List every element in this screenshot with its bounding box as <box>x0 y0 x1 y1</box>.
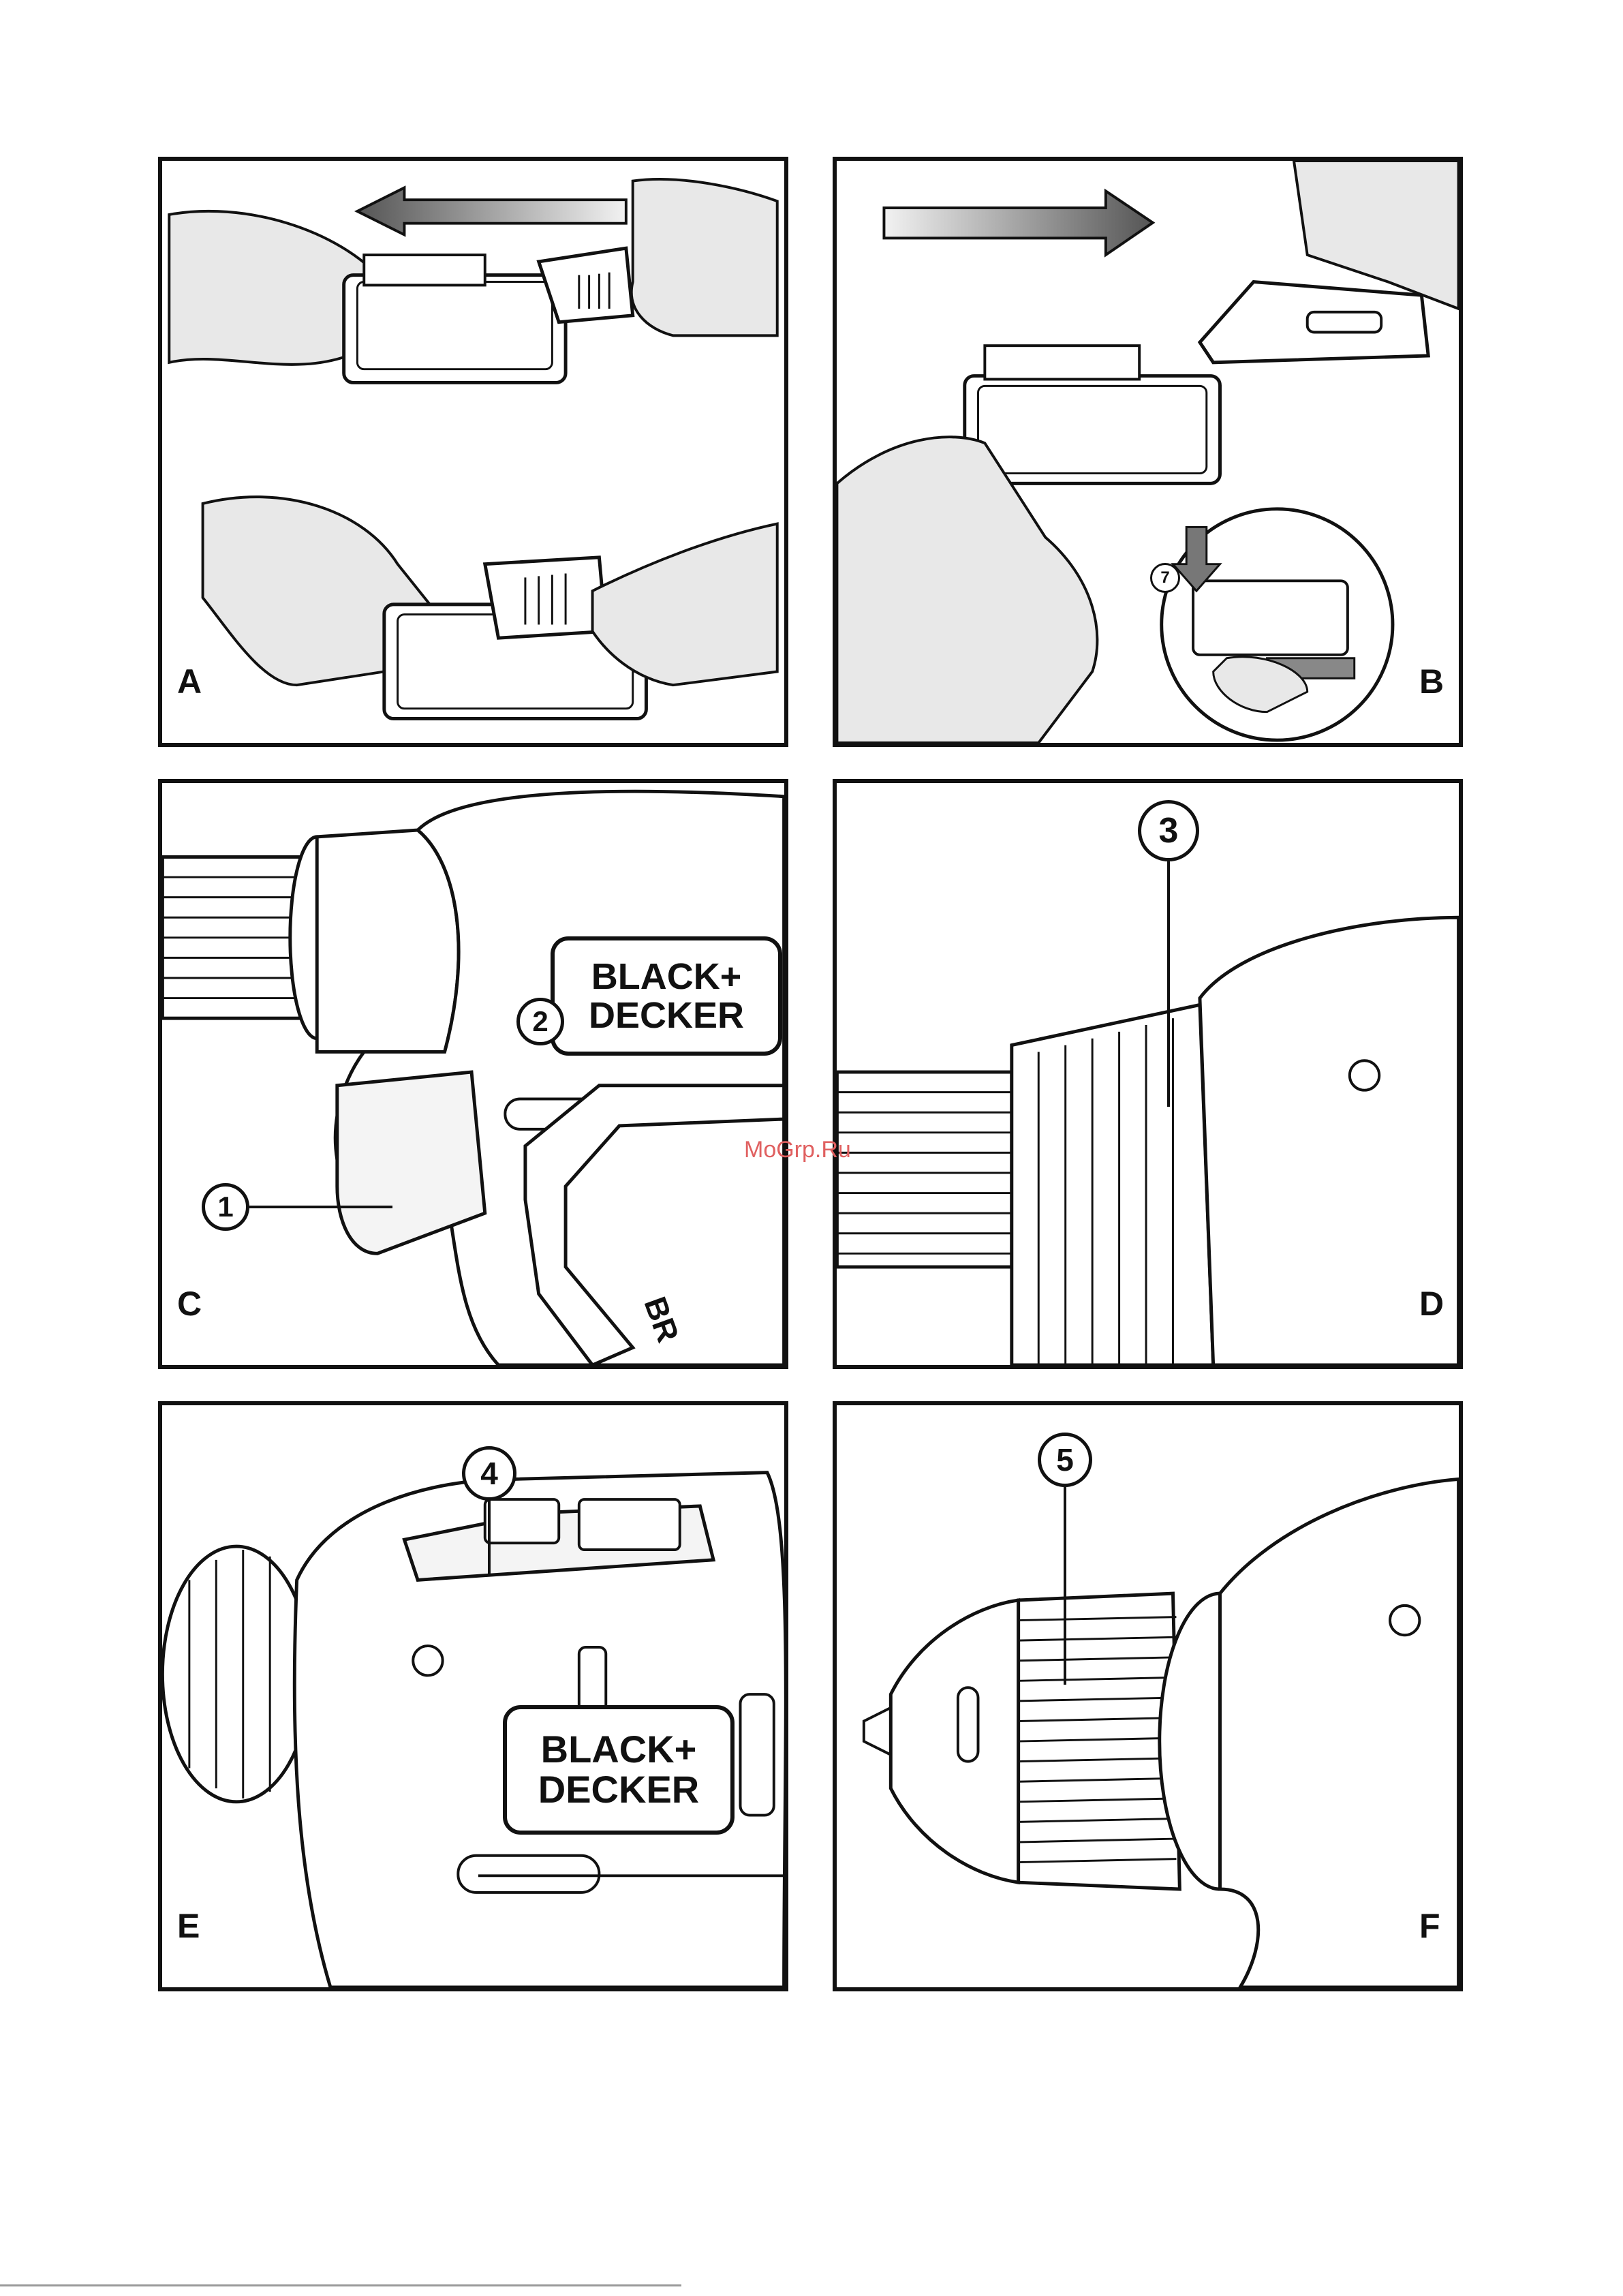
arrow-right-icon <box>884 191 1152 255</box>
panel-label-c: C <box>177 1284 202 1323</box>
arrow-left-icon <box>357 187 625 234</box>
battery-insert-illustration <box>837 161 1459 743</box>
torque-collar-illustration <box>837 783 1459 1365</box>
panel-label-f: F <box>1419 1906 1440 1946</box>
callout-7: 7 <box>1150 563 1180 593</box>
callout-3: 3 <box>1138 800 1199 861</box>
brand-line-2: DECKER <box>589 996 744 1035</box>
panel-e: BLACK+ DECKER 4 E <box>158 1401 788 1991</box>
panel-b: 7 B <box>833 157 1463 747</box>
panel-label-a: A <box>177 662 202 701</box>
brand-line-1: BLACK+ <box>591 958 742 996</box>
trigger-and-switch-illustration <box>162 783 784 1365</box>
panel-a: A <box>158 157 788 747</box>
leader-line-3 <box>1167 861 1170 1107</box>
leader-line-1 <box>249 1206 392 1208</box>
brand-line-2-e: DECKER <box>538 1770 699 1810</box>
leader-line-4 <box>488 1501 491 1576</box>
watermark: MoGrp.Ru <box>744 1137 851 1163</box>
brand-logo-e: BLACK+ DECKER <box>503 1705 735 1835</box>
panel-f: 5 F <box>833 1401 1463 1991</box>
brand-logo: BLACK+ DECKER <box>551 936 782 1056</box>
callout-1: 1 <box>202 1183 249 1231</box>
callout-5: 5 <box>1038 1433 1092 1487</box>
chuck-illustration <box>837 1405 1459 1987</box>
panel-label-e: E <box>177 1906 200 1946</box>
brand-line-1-e: BLACK+ <box>541 1730 697 1770</box>
panel-d: 3 D <box>833 779 1463 1369</box>
footer-line <box>0 2284 681 2286</box>
panel-label-b: B <box>1419 662 1444 701</box>
battery-charge-illustration <box>162 161 784 743</box>
leader-line-5 <box>1064 1487 1066 1685</box>
callout-2: 2 <box>516 998 564 1045</box>
panel-label-d: D <box>1419 1284 1444 1323</box>
panel-c: BLACK+ DECKER BR 1 2 C <box>158 779 788 1369</box>
callout-4: 4 <box>462 1446 516 1501</box>
